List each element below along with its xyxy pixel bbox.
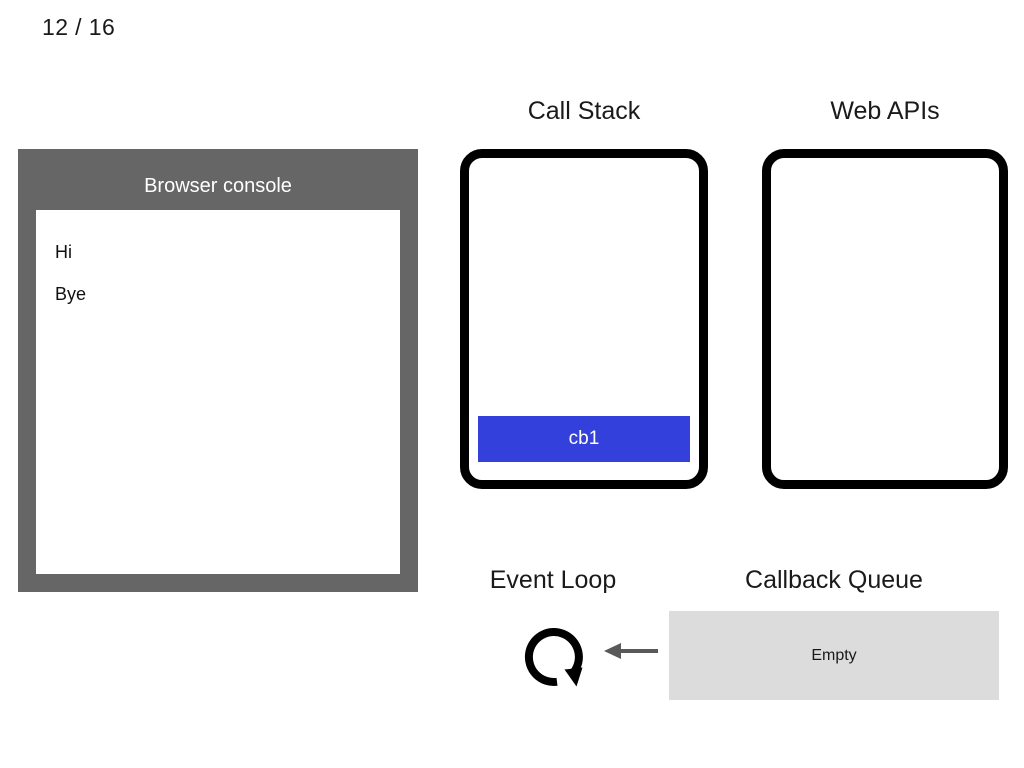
browser-console-title: Browser console [144, 175, 292, 197]
slide-counter: 12 / 16 [42, 14, 116, 40]
callback-queue-box: Empty [669, 611, 999, 700]
console-log-line: Hi [55, 242, 72, 262]
call-stack-box: cb1 [460, 149, 708, 489]
callback-queue-heading: Callback Queue [745, 566, 923, 594]
console-log-line: Bye [55, 284, 87, 304]
web-apis-heading: Web APIs [830, 97, 940, 125]
call-stack-frames: cb1 [469, 158, 699, 480]
web-apis-box [762, 149, 1008, 489]
call-stack-heading: Call Stack [527, 97, 641, 125]
call-stack-frame-cb1: cb1 [478, 416, 690, 462]
callback-queue-status: Empty [811, 646, 857, 664]
browser-console-output: Hi Bye [36, 210, 400, 574]
event-loop-heading: Event Loop [489, 566, 617, 594]
circular-arrow-icon [524, 628, 583, 687]
browser-console-panel: Browser console Hi Bye [18, 149, 418, 592]
arrow-left-icon [604, 643, 658, 659]
web-apis-items [771, 158, 999, 480]
